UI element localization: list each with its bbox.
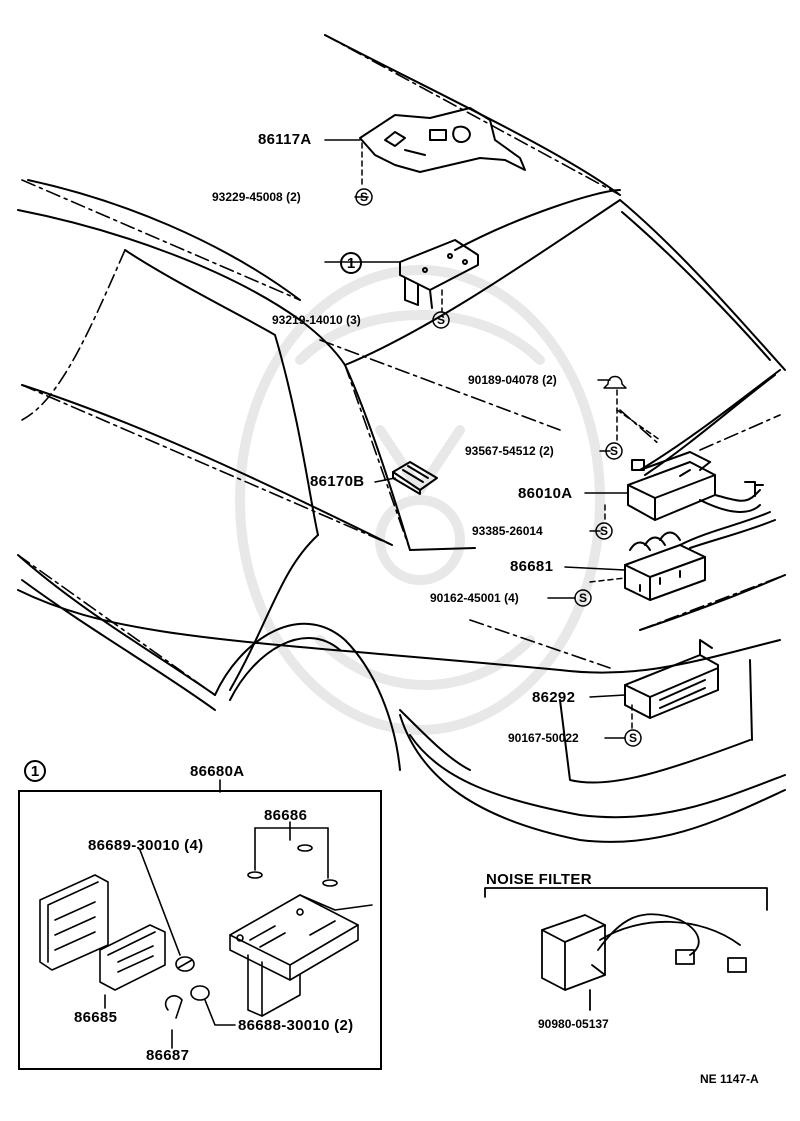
tray-86292-drawing xyxy=(624,639,719,719)
label-93219-14010: 93219-14010 (3) xyxy=(272,313,361,327)
noise-filter-title: NOISE FILTER xyxy=(486,871,592,888)
label-86117A: 86117A xyxy=(258,131,312,148)
s-mark: S xyxy=(599,524,608,538)
label-86170B: 86170B xyxy=(310,473,365,490)
s-mark: S xyxy=(609,444,618,458)
label-86689-30010: 86689-30010 (4) xyxy=(88,837,204,854)
label-86680A: 86680A xyxy=(190,763,245,780)
label-86292: 86292 xyxy=(532,689,576,706)
label-86686: 86686 xyxy=(264,807,308,824)
label-90189-04078: 90189-04078 (2) xyxy=(468,373,557,387)
fastener-dashed-leaders xyxy=(361,142,661,729)
leader-lines xyxy=(324,139,629,739)
inset-drawings xyxy=(39,779,373,1049)
label-86687: 86687 xyxy=(146,1047,190,1064)
s-mark: S xyxy=(436,313,445,327)
s-mark: S xyxy=(359,190,368,204)
callout-1-detail-box xyxy=(18,790,382,1070)
amplifier-bracket-drawing xyxy=(399,239,479,309)
bracket-86117A-drawing xyxy=(359,107,526,173)
clip-90189-drawing xyxy=(603,375,627,389)
part-86170B-drawing xyxy=(392,461,438,495)
body-centerlines xyxy=(17,34,786,696)
label-93385-26014: 93385-26014 xyxy=(472,524,543,538)
label-86685: 86685 xyxy=(74,1009,118,1026)
label-90167-50022: 90167-50022 xyxy=(508,731,579,745)
label-86010A: 86010A xyxy=(518,485,573,502)
noise-filter-drawing xyxy=(484,887,768,1011)
label-90980-05137: 90980-05137 xyxy=(538,1017,609,1031)
label-86688-30010: 86688-30010 (2) xyxy=(238,1017,354,1034)
inset-callout-1-marker: 1 xyxy=(24,760,46,782)
amplifier-86010A-drawing xyxy=(627,451,764,521)
s-mark: S xyxy=(628,731,637,745)
car-body-outline xyxy=(17,34,786,843)
diagram-code: NE 1147-A xyxy=(700,1072,759,1086)
fastener-s-symbols xyxy=(355,188,642,747)
label-86681: 86681 xyxy=(510,558,554,575)
callout-1-marker: 1 xyxy=(340,252,362,274)
label-93567-54512: 93567-54512 (2) xyxy=(465,444,554,458)
label-90162-45001: 90162-45001 (4) xyxy=(430,591,519,605)
label-93229-45008: 93229-45008 (2) xyxy=(212,190,301,204)
connector-86681-drawing xyxy=(624,511,776,601)
s-mark: S xyxy=(578,591,587,605)
